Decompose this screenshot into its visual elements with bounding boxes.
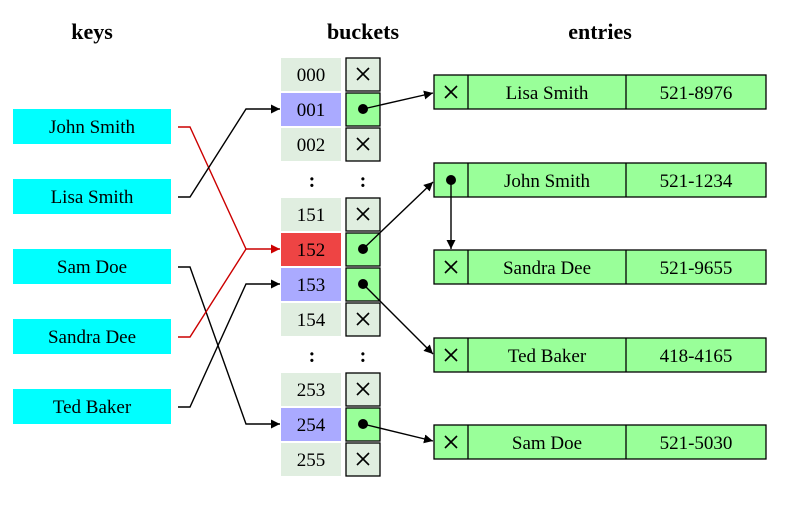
arrow-bucket-001-to-lisa: [362, 90, 434, 110]
bucket-index: 253: [297, 380, 326, 401]
null-pointer-icon: [444, 348, 458, 362]
bucket-000: 000: [281, 57, 381, 92]
entry-name: Sam Doe: [512, 433, 582, 454]
null-pointer-icon: [356, 137, 370, 151]
bucket-index: 151: [297, 205, 326, 226]
null-pointer-icon: [444, 435, 458, 449]
key-lisa-smith: Lisa Smith: [13, 179, 171, 214]
key-sam-doe: Sam Doe: [13, 249, 171, 284]
ellipsis: :: [309, 345, 316, 367]
entry-name: Lisa Smith: [506, 83, 589, 104]
null-pointer-icon: [356, 207, 370, 221]
arrow-bucket-153-to-ted: [362, 283, 434, 355]
ellipsis: :: [360, 170, 367, 192]
null-pointer-icon: [356, 67, 370, 81]
bucket-151: 151: [281, 197, 381, 232]
bucket-154: 154: [281, 302, 381, 337]
ellipsis: :: [309, 170, 316, 192]
entries-heading: entries: [568, 19, 632, 44]
entry-name: John Smith: [504, 171, 591, 192]
bucket-153: 153: [281, 267, 381, 302]
entry-phone: 418-4165: [660, 346, 733, 367]
bucket-002: 002: [281, 127, 381, 162]
key-label: Sam Doe: [57, 257, 127, 278]
entry-sam-doe: Sam Doe 521-5030: [433, 424, 767, 460]
arrow-bucket-152-to-john: [362, 181, 434, 250]
null-pointer-icon: [356, 452, 370, 466]
bucket-255: 255: [281, 442, 381, 477]
entry-ted-baker: Ted Baker 418-4165: [433, 337, 767, 373]
bucket-index: 152: [297, 240, 326, 261]
key-sandra-dee: Sandra Dee: [13, 319, 171, 354]
entry-name: Ted Baker: [508, 346, 587, 367]
entry-phone: 521-8976: [660, 83, 733, 104]
bucket-index: 154: [297, 310, 326, 331]
arrow-ted-baker-to-153: [178, 279, 280, 408]
entry-phone: 521-1234: [660, 171, 733, 192]
key-label: Ted Baker: [53, 397, 132, 418]
bucket-index: 000: [297, 65, 326, 86]
null-pointer-icon: [444, 85, 458, 99]
key-ted-baker: Ted Baker: [13, 389, 171, 424]
bucket-index: 001: [297, 100, 326, 121]
arrow-bucket-254-to-sam: [362, 423, 434, 444]
bucket-index: 255: [297, 450, 326, 471]
arrow-john-smith-to-152: [178, 126, 280, 254]
entry-phone: 521-9655: [660, 258, 733, 279]
entry-sandra-dee: Sandra Dee 521-9655: [433, 249, 767, 285]
bucket-index: 002: [297, 135, 326, 156]
null-pointer-icon: [444, 260, 458, 274]
bucket-152: 152: [281, 232, 381, 267]
bucket-001: 001: [281, 92, 381, 127]
key-label: Sandra Dee: [48, 327, 136, 348]
key-john-smith: John Smith: [13, 109, 171, 144]
arrow-lisa-smith-to-001: [178, 104, 280, 198]
entry-name: Sandra Dee: [503, 258, 591, 279]
keys-heading: keys: [71, 19, 113, 44]
entry-lisa-smith: Lisa Smith 521-8976: [433, 74, 767, 110]
arrow-sandra-dee-to-152: [178, 248, 247, 338]
key-label: Lisa Smith: [51, 187, 134, 208]
buckets-heading: buckets: [327, 19, 400, 44]
null-pointer-icon: [356, 312, 370, 326]
null-pointer-icon: [356, 382, 370, 396]
entry-phone: 521-5030: [660, 433, 733, 454]
bucket-index: 254: [297, 415, 326, 436]
entry-john-smith: John Smith 521-1234: [433, 162, 767, 198]
key-label: John Smith: [49, 117, 136, 138]
bucket-253: 253: [281, 372, 381, 407]
bucket-index: 153: [297, 275, 326, 296]
ellipsis: :: [360, 345, 367, 367]
